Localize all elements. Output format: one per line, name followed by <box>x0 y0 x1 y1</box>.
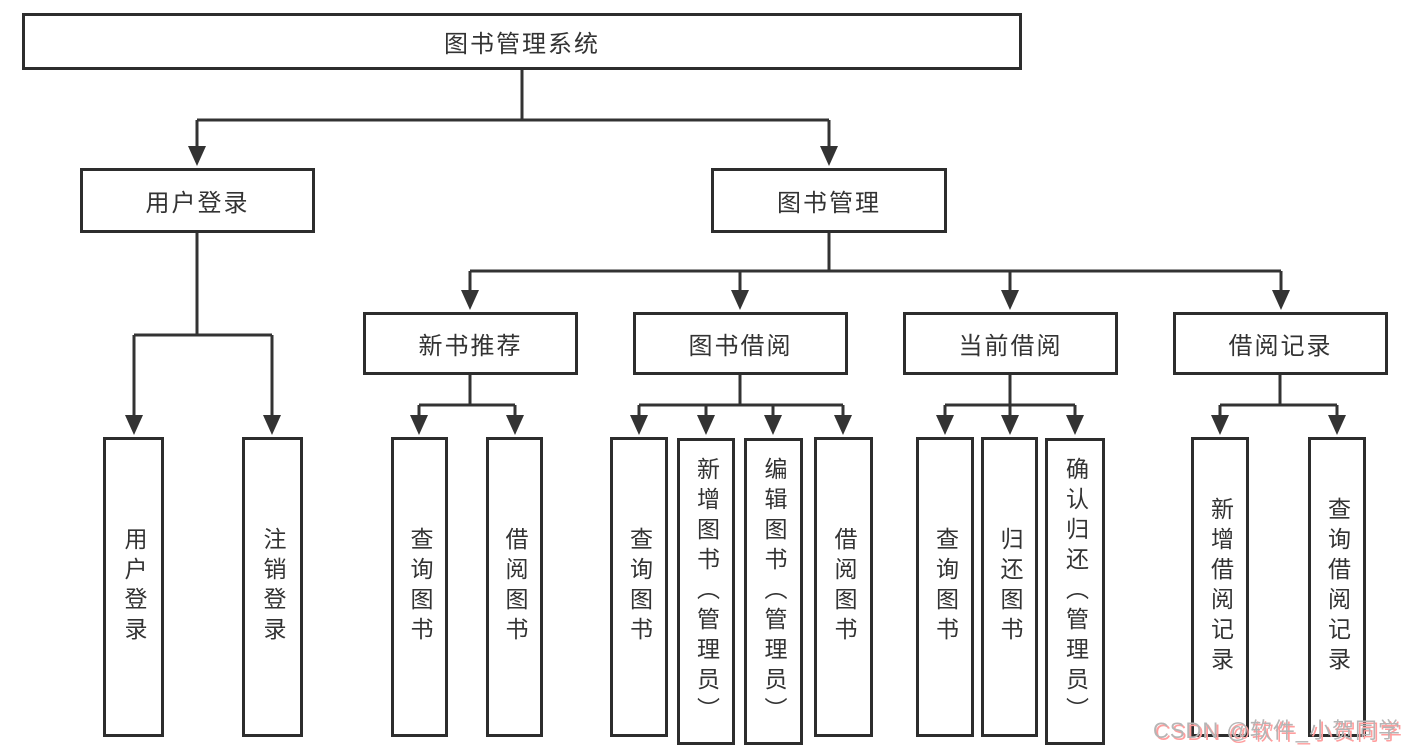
leaf-query-borrow-record-label: 查询借阅记录 <box>1324 497 1351 677</box>
leaf-confirm-return-admin: 确认归还（管理员） <box>1045 438 1105 745</box>
leaf-recommend-query-book-label: 查询图书 <box>407 527 433 647</box>
leaf-recommend-borrow-book: 借阅图书 <box>486 437 543 737</box>
leaf-add-borrow-record-label: 新增借阅记录 <box>1207 497 1234 677</box>
node-current-borrowing: 当前借阅 <box>903 312 1118 375</box>
node-user-login: 用户登录 <box>80 168 315 233</box>
leaf-logout-label: 注销登录 <box>260 527 286 647</box>
leaf-current-query-book-label: 查询图书 <box>932 527 959 647</box>
leaf-confirm-return-admin-label: 确认归还（管理员） <box>1062 456 1089 727</box>
leaf-recommend-borrow-book-label: 借阅图书 <box>502 527 528 647</box>
leaf-edit-book-admin: 编辑图书（管理员） <box>744 438 803 745</box>
node-current-borrowing-label: 当前借阅 <box>958 333 1063 360</box>
leaf-borrowing-query-book-label: 查询图书 <box>626 527 653 647</box>
leaf-add-borrow-record: 新增借阅记录 <box>1191 437 1249 737</box>
leaf-borrowing-borrow-book-label: 借阅图书 <box>831 527 857 647</box>
node-root-label: 图书管理系统 <box>444 31 600 58</box>
leaf-logout: 注销登录 <box>242 437 303 737</box>
leaf-add-book-admin-label: 新增图书（管理员） <box>693 456 720 727</box>
leaf-return-book: 归还图书 <box>981 437 1038 737</box>
leaf-add-book-admin: 新增图书（管理员） <box>677 438 735 745</box>
leaf-borrowing-query-book: 查询图书 <box>610 437 668 737</box>
node-book-borrowing: 图书借阅 <box>633 312 848 375</box>
node-new-book-recommend: 新书推荐 <box>363 312 578 375</box>
leaf-query-borrow-record: 查询借阅记录 <box>1308 437 1366 737</box>
node-user-login-label: 用户登录 <box>145 190 250 217</box>
node-book-management: 图书管理 <box>711 168 947 233</box>
leaf-current-query-book: 查询图书 <box>916 437 974 737</box>
leaf-edit-book-admin-label: 编辑图书（管理员） <box>761 456 787 727</box>
node-borrowing-records-label: 借阅记录 <box>1228 333 1333 360</box>
leaf-return-book-label: 归还图书 <box>997 527 1023 647</box>
node-borrowing-records: 借阅记录 <box>1173 312 1388 375</box>
leaf-recommend-query-book: 查询图书 <box>391 437 448 737</box>
leaf-borrowing-borrow-book: 借阅图书 <box>814 437 873 737</box>
csdn-watermark: CSDN @软件_小贺同学 <box>1152 718 1401 743</box>
node-root: 图书管理系统 <box>22 13 1022 70</box>
node-book-borrowing-label: 图书借阅 <box>688 333 793 360</box>
node-new-book-recommend-label: 新书推荐 <box>418 333 523 360</box>
leaf-user-login-label: 用户登录 <box>121 527 147 647</box>
node-book-management-label: 图书管理 <box>777 190 881 217</box>
leaf-user-login: 用户登录 <box>103 437 164 737</box>
